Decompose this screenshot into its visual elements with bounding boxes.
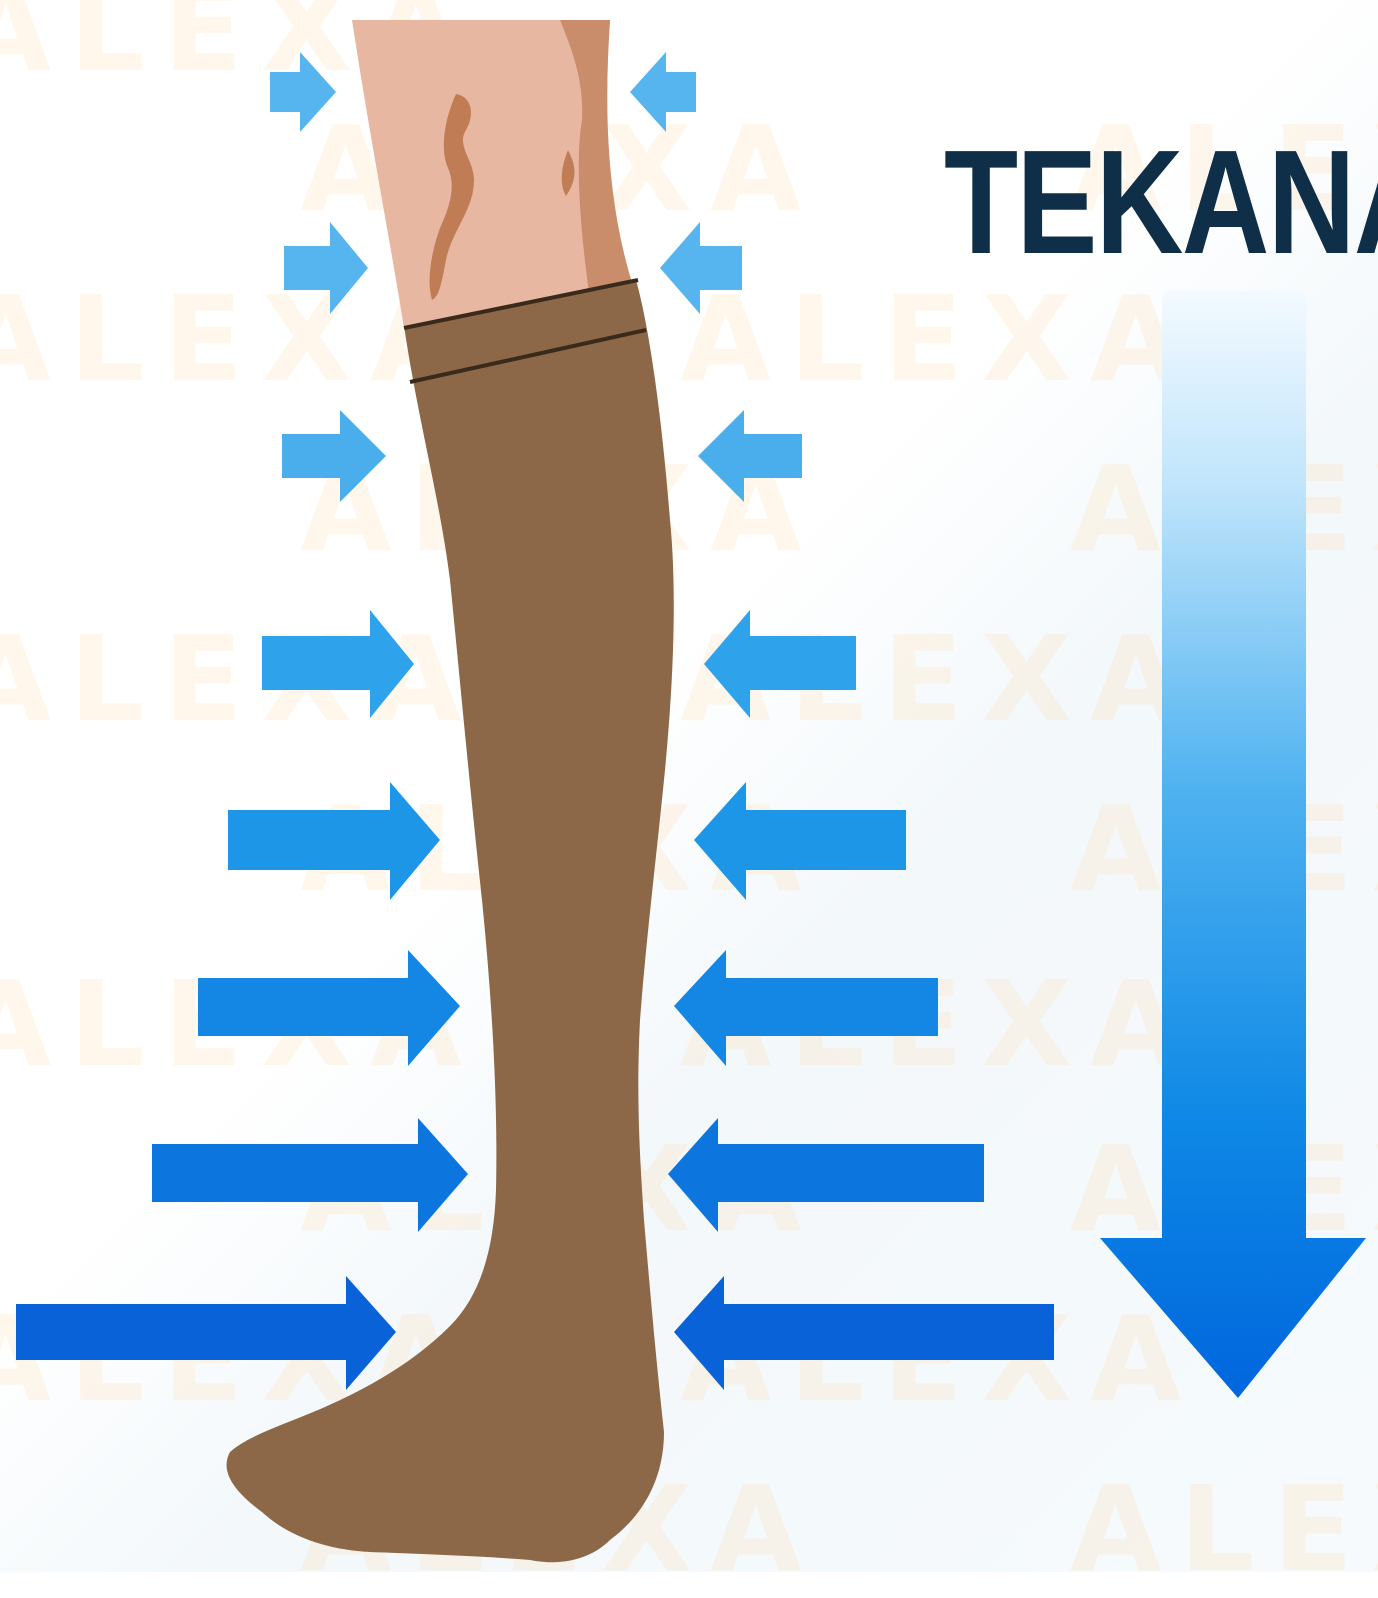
arrow-left-icon <box>694 782 906 900</box>
arrow-right-icon <box>16 1276 396 1390</box>
arrow-left-icon <box>674 1276 1054 1390</box>
arrow-left-icon <box>698 410 802 502</box>
arrow-right-icon <box>152 1118 468 1232</box>
arrow-left-icon <box>674 950 938 1066</box>
arrow-left-icon <box>704 610 856 718</box>
arrow-right-icon <box>284 222 368 314</box>
arrow-left-icon <box>668 1118 984 1232</box>
arrow-down-icon <box>1100 290 1366 1398</box>
arrow-right-icon <box>270 52 336 132</box>
arrow-left-icon <box>630 52 696 132</box>
arrow-right-icon <box>228 782 440 900</box>
page-title: TEKANA <box>944 128 1378 278</box>
arrow-right-icon <box>198 950 460 1066</box>
arrow-right-icon <box>282 410 386 502</box>
arrow-right-icon <box>262 610 414 718</box>
arrow-left-icon <box>660 222 742 314</box>
